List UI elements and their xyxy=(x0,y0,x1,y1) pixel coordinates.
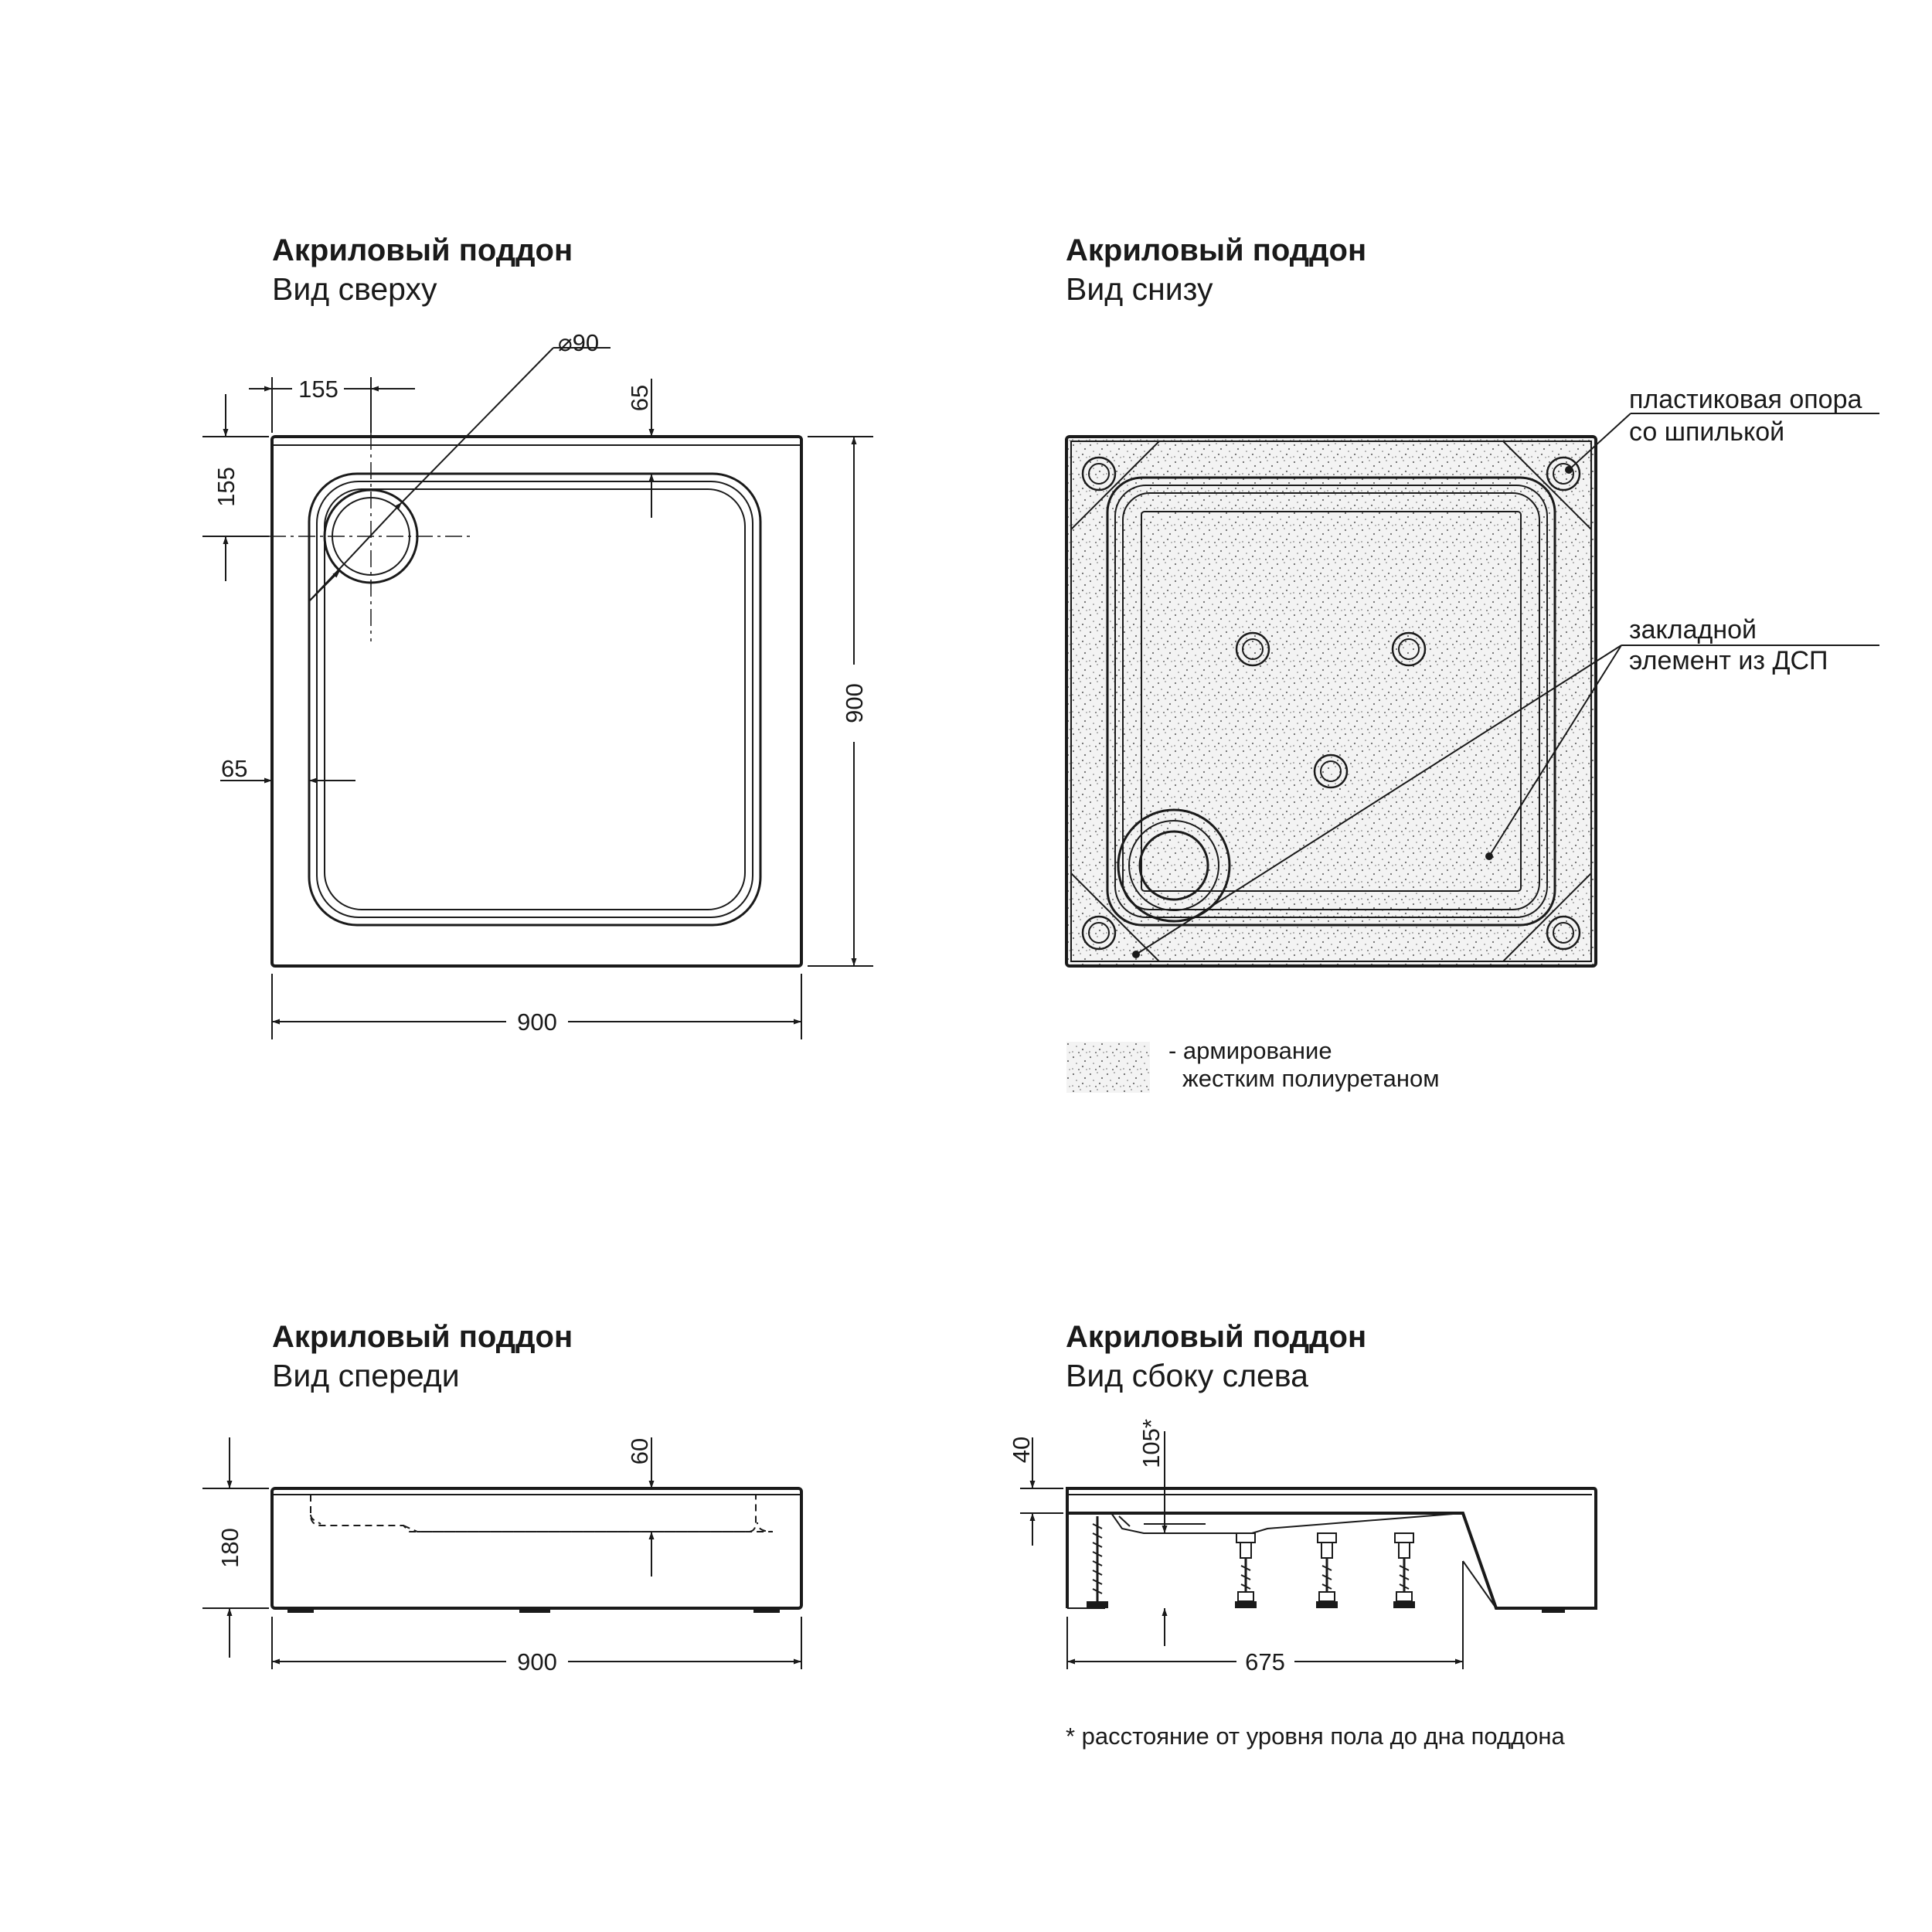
callout-support-line1: пластиковая опора xyxy=(1629,385,1862,414)
dim-side-rim: 40 xyxy=(1008,1437,1035,1463)
tray-outline xyxy=(270,435,803,968)
tray-outline-bottom xyxy=(1065,435,1597,968)
foam-reinforcement xyxy=(1066,437,1596,966)
dim-side-length: 675 xyxy=(1245,1648,1285,1675)
subtitle-bottom-view: Вид снизу xyxy=(1066,271,1213,307)
support-callout-leader xyxy=(1568,413,1631,471)
dim-height: 900 xyxy=(841,683,868,723)
title-front-view: Акриловый поддон xyxy=(272,1320,573,1354)
dim-width: 900 xyxy=(517,1009,557,1036)
side-outline xyxy=(1066,1487,1597,1610)
title-side-view: Акриловый поддон xyxy=(1066,1320,1366,1354)
callout-support-line2: со шпилькой xyxy=(1629,417,1784,447)
basin-hidden-line xyxy=(310,1495,774,1532)
side-view: 40 105* 675 * расстояние от уровня пола … xyxy=(1008,1419,1597,1750)
channel-outer xyxy=(1106,476,1556,927)
diameter-arrow-bottom xyxy=(308,570,341,602)
drain-boss xyxy=(1117,808,1231,923)
title-bottom-view: Акриловый поддон xyxy=(1066,233,1366,267)
front-view: 60 180 900 xyxy=(202,1437,803,1675)
drain-boss-inner xyxy=(1128,820,1219,911)
top-view: ⌀90 155 155 65 65 900 900 xyxy=(202,329,873,1039)
dim-front-width: 900 xyxy=(517,1648,557,1675)
dim-drain-diameter: ⌀90 xyxy=(558,329,599,356)
dim-front-height: 180 xyxy=(216,1528,243,1568)
tray-inner-edge-bottom xyxy=(1070,440,1592,962)
center-supports xyxy=(1235,631,1427,789)
bottom-view: пластиковая опора со шпилькой закладной … xyxy=(1065,385,1879,1093)
dim-rim-left: 65 xyxy=(221,755,247,782)
insert-callout-leader-1 xyxy=(1135,645,1622,955)
corner-supports xyxy=(1081,456,1581,951)
dim-rim-top: 65 xyxy=(626,385,653,411)
chipboard-insert xyxy=(1141,511,1522,892)
callout-insert-line1: закладной xyxy=(1629,615,1757,645)
footnote: * расстояние от уровня пола до дна поддо… xyxy=(1066,1723,1565,1750)
subtitle-side-view: Вид сбоку слева xyxy=(1066,1358,1308,1393)
front-feet xyxy=(287,1608,780,1613)
legend-line1: - армирование xyxy=(1168,1037,1332,1064)
basin-outer xyxy=(308,472,762,927)
side-slope-inner xyxy=(1462,1560,1497,1609)
corner-plates xyxy=(1070,440,1592,962)
dim-drain-offset-x: 155 xyxy=(298,376,338,403)
dim-floor-to-bottom: 105* xyxy=(1138,1419,1165,1468)
title-top-view: Акриловый поддон xyxy=(272,233,573,267)
diameter-leader xyxy=(401,347,554,503)
drain-hole xyxy=(1138,830,1209,901)
callout-insert-line2: элемент из ДСП xyxy=(1629,646,1828,675)
subtitle-front-view: Вид спереди xyxy=(272,1358,460,1393)
front-outline xyxy=(270,1487,803,1610)
dim-depth: 60 xyxy=(626,1438,653,1464)
basin-rim xyxy=(316,481,753,918)
basin-underside xyxy=(1111,1512,1464,1534)
drain-profile xyxy=(1118,1515,1206,1527)
subtitle-top-view: Вид сверху xyxy=(272,271,437,307)
legend-swatch xyxy=(1066,1042,1150,1093)
dim-drain-offset-y: 155 xyxy=(213,467,240,507)
basin-inner xyxy=(324,488,746,910)
channel-mid xyxy=(1114,485,1548,918)
support-legs xyxy=(1087,1516,1565,1613)
channel-inner xyxy=(1122,492,1540,910)
legend-line2: жестким полиуретаном xyxy=(1182,1065,1440,1092)
insert-callout-leader-2 xyxy=(1488,645,1622,857)
basin-hidden-line-2 xyxy=(310,1495,757,1532)
